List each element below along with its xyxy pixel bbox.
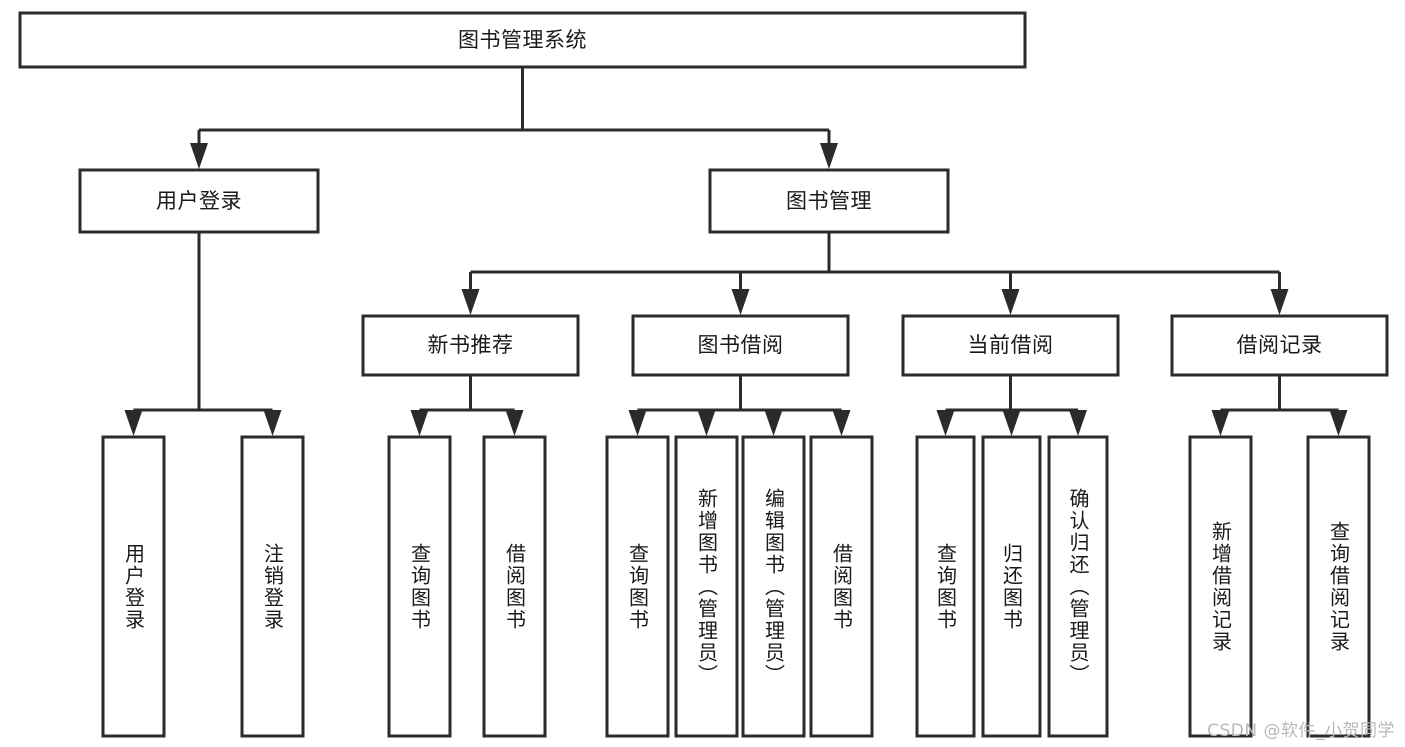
node-box-leaf_2[interactable] xyxy=(387,435,452,738)
node-box-l3_0[interactable] xyxy=(361,314,580,377)
nodes-layer xyxy=(18,11,1389,738)
watermark: CSDN @软件_小贺同学 xyxy=(1207,721,1395,741)
node-box-leaf_5[interactable] xyxy=(674,435,739,738)
node-box-leaf_1[interactable] xyxy=(240,435,305,738)
node-box-leaf_4[interactable] xyxy=(605,435,670,738)
node-box-l3_3[interactable] xyxy=(1170,314,1389,377)
node-box-l2_1[interactable] xyxy=(708,168,950,234)
node-box-leaf_10[interactable] xyxy=(1047,435,1109,738)
node-box-leaf_9[interactable] xyxy=(981,435,1042,738)
node-box-root[interactable] xyxy=(18,11,1027,69)
node-box-l3_2[interactable] xyxy=(901,314,1120,377)
node-box-leaf_11[interactable] xyxy=(1188,435,1253,738)
node-box-leaf_8[interactable] xyxy=(915,435,976,738)
node-box-leaf_0[interactable] xyxy=(101,435,166,738)
node-box-leaf_12[interactable] xyxy=(1306,435,1371,738)
node-box-leaf_3[interactable] xyxy=(482,435,547,738)
edges-layer xyxy=(124,67,1348,436)
node-box-leaf_6[interactable] xyxy=(741,435,806,738)
node-box-l3_1[interactable] xyxy=(631,314,850,377)
node-box-l2_0[interactable] xyxy=(78,168,320,234)
node-box-leaf_7[interactable] xyxy=(809,435,874,738)
